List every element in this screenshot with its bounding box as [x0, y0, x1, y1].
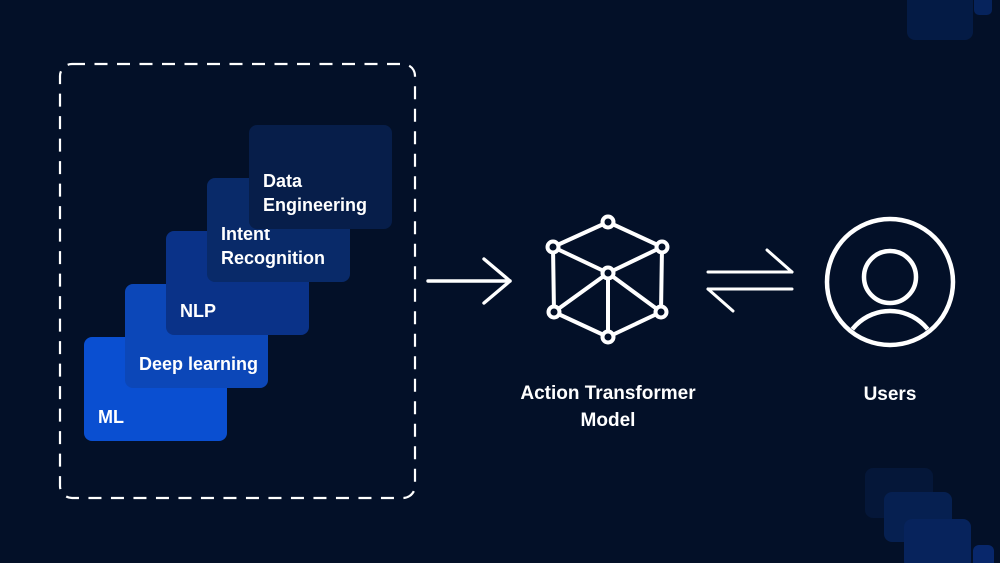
decor-square — [973, 545, 994, 563]
card-label: NLP — [180, 301, 216, 321]
arrow-right-icon — [426, 257, 512, 305]
dashed-border-box — [58, 62, 417, 500]
decor-square — [974, 0, 992, 15]
capability-card-data-engineering: Data Engineering — [249, 125, 392, 229]
decor-square — [907, 0, 973, 40]
decor-square — [904, 519, 971, 563]
cube-network-icon — [545, 214, 670, 345]
card-label: Data Engineering — [263, 171, 368, 215]
users-label: Users — [863, 384, 917, 405]
model-label-line1: Action Transformer — [520, 383, 696, 404]
card-label: Deep learning — [139, 354, 259, 374]
bidirectional-harpoon-arrows-icon — [706, 248, 794, 313]
card-label: ML — [98, 407, 124, 427]
card-label: Intent Recognition — [221, 224, 325, 268]
model-label: Action Transformer Model — [476, 380, 740, 434]
user-circle-icon — [824, 216, 956, 348]
model-label-line2: Model — [580, 410, 636, 431]
